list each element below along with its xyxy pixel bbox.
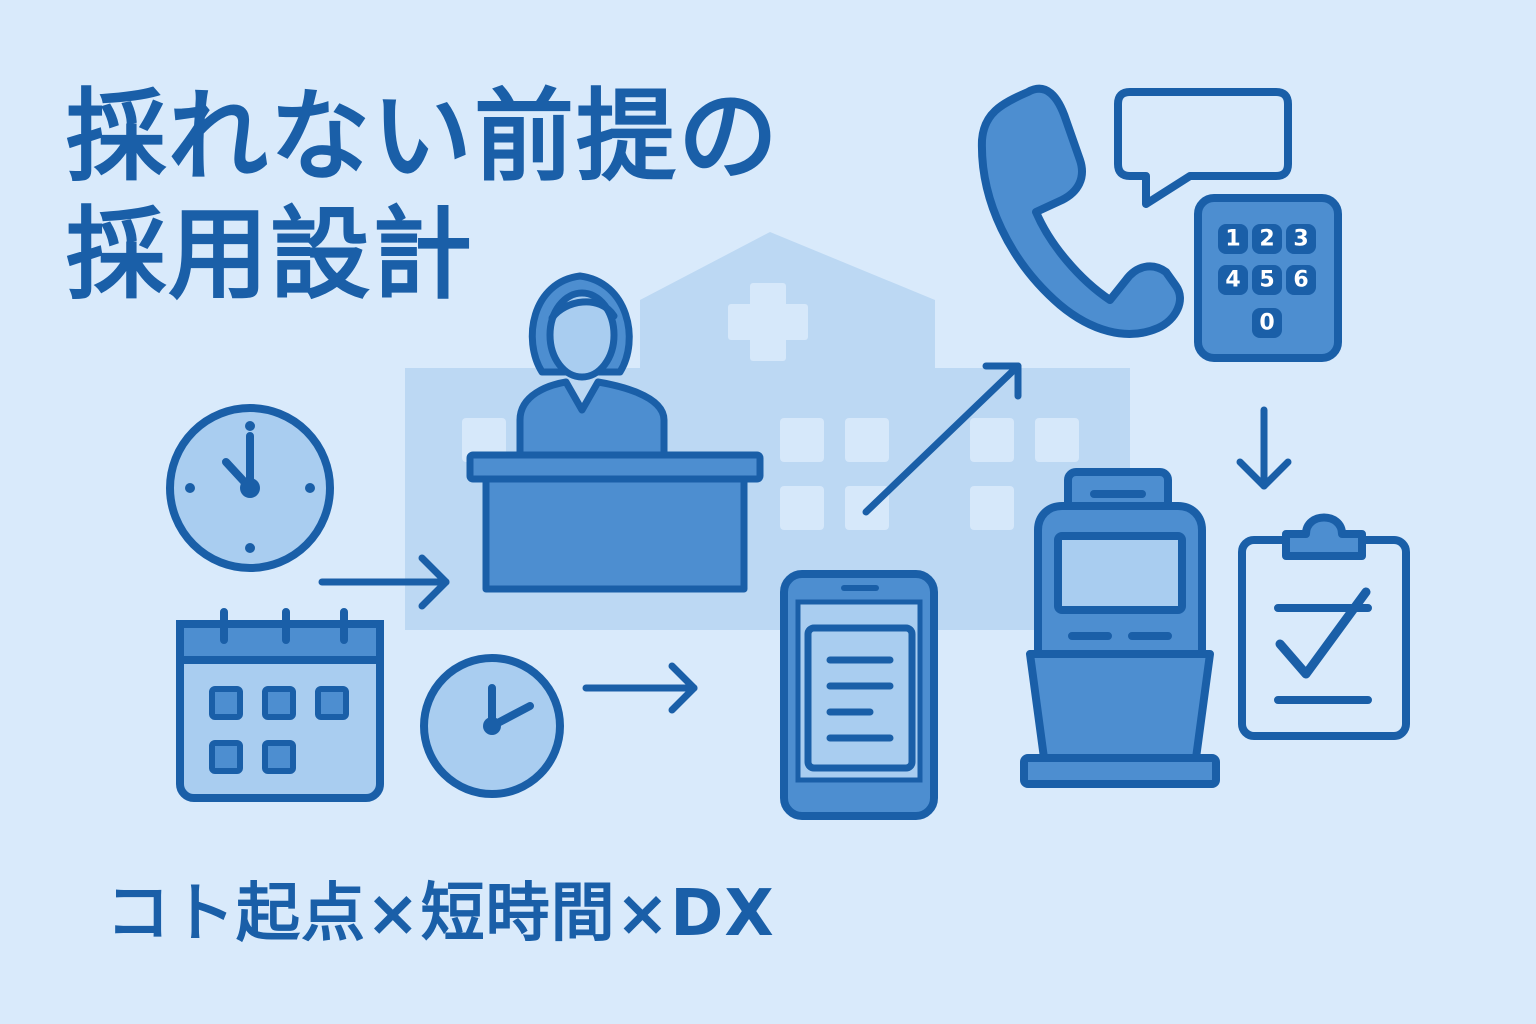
keypad-key: 2	[1252, 224, 1282, 254]
keypad-key: 6	[1286, 265, 1316, 295]
flow-arrows	[318, 362, 1292, 714]
arrow-clock-to-reception-icon	[318, 554, 450, 610]
keypad-key-label: 1	[1225, 227, 1240, 252]
arrow-clock-to-phone-icon	[582, 662, 698, 714]
self-service-kiosk-icon	[1020, 468, 1220, 788]
speech-bubble-icon	[1114, 88, 1292, 208]
keypad-key: 0	[1252, 308, 1282, 338]
keypad-key-label: 2	[1259, 227, 1274, 252]
subtitle: コト起点×短時間×DX	[106, 877, 775, 951]
keypad-key-label: 4	[1225, 268, 1240, 293]
keypad-key-label: 0	[1259, 311, 1274, 336]
telephone-handset-icon	[977, 84, 1184, 338]
keypad-key-label: 3	[1293, 227, 1308, 252]
keypad-key-label: 6	[1293, 268, 1308, 293]
numeric-keypad-icon: 1 2 3 4 5 6 0	[1194, 194, 1342, 362]
keypad-key: 4	[1218, 265, 1248, 295]
keypad-key: 1	[1218, 224, 1248, 254]
small-clock-icon	[420, 654, 564, 798]
title-line-2: 採用設計	[66, 196, 474, 313]
page-title: 採れない前提の 採用設計	[66, 78, 780, 314]
receptionist-icon	[466, 272, 764, 593]
arrow-down-icon	[1236, 406, 1292, 490]
keypad-key: 5	[1252, 265, 1282, 295]
wall-clock-icon	[166, 404, 334, 572]
title-line-1: 採れない前提の	[66, 78, 780, 195]
clipboard-checklist-icon	[1238, 513, 1410, 740]
smartphone-icon	[780, 570, 938, 820]
keypad-key-label: 5	[1259, 268, 1274, 293]
keypad-key: 3	[1286, 224, 1316, 254]
calendar-icon	[176, 608, 384, 802]
arrow-up-diagonal-icon	[862, 362, 1022, 516]
